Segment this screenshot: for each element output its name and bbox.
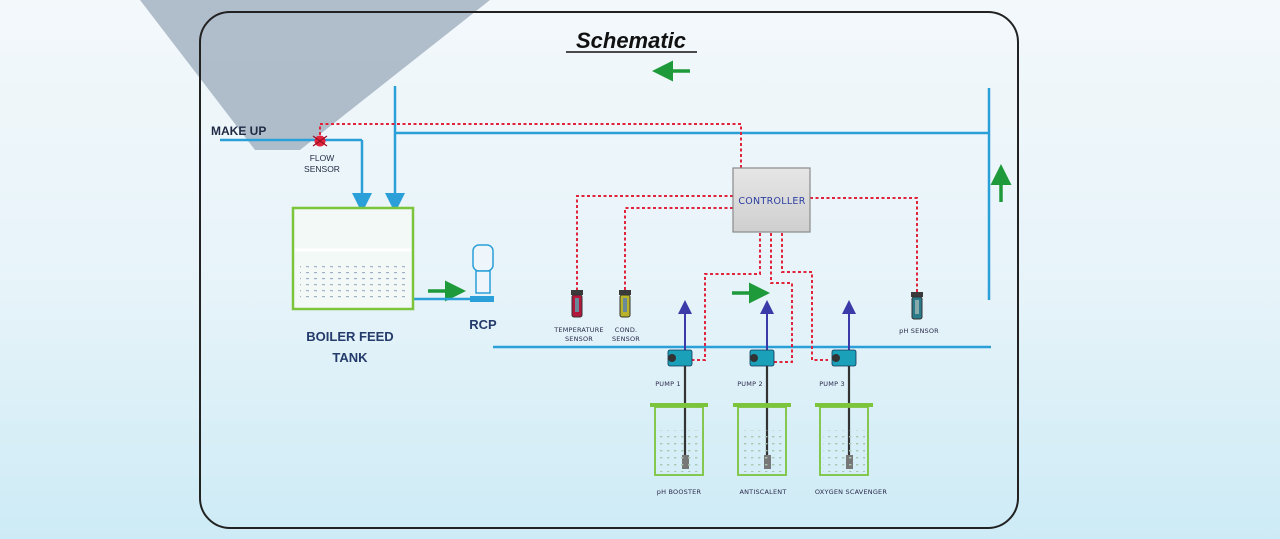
temperature-sensor-label-line1: TEMPERATURE	[553, 326, 603, 334]
controller-label: CONTROLLER	[738, 196, 805, 207]
conductivity-sensor	[619, 290, 631, 318]
chemical-tank-2	[733, 403, 791, 476]
tank-label-line1: BOILER FEED	[306, 329, 393, 344]
chemical-2-label: ANTISCALENT	[739, 488, 786, 496]
flow-sensor-label-line1: FLOW	[310, 153, 335, 163]
pump1-label: PUMP 1	[655, 380, 681, 388]
water-piping	[220, 86, 991, 349]
tank-label-line2: TANK	[332, 350, 368, 365]
chemical-tank-3	[815, 403, 873, 476]
chemical-1-label: pH BOOSTER	[657, 488, 702, 496]
rcp-label: RCP	[469, 317, 497, 332]
signal-wiring	[319, 123, 918, 363]
diagram-title: Schematic	[576, 28, 686, 53]
make-up-label: MAKE UP	[211, 124, 266, 138]
pump3-label: PUMP 3	[819, 380, 845, 388]
temperature-sensor-label-line2: SENSOR	[565, 335, 593, 343]
chemical-3-label: OXYGEN SCAVENGER	[815, 488, 887, 496]
cond-sensor-label-line1: COND.	[615, 326, 638, 334]
boiler-feed-tank	[291, 206, 415, 311]
pump2-label: PUMP 2	[737, 380, 763, 388]
flow-sensor	[312, 135, 328, 147]
controller-box: CONTROLLER	[732, 167, 811, 233]
background-wedge	[140, 0, 490, 150]
cond-sensor-label-line2: SENSOR	[612, 335, 640, 343]
diagram-frame	[199, 11, 1019, 529]
ph-sensor-label: pH SENSOR	[899, 327, 939, 335]
temperature-sensor	[571, 290, 583, 318]
flow-sensor-label-line2: SENSOR	[304, 164, 340, 174]
rcp-pump	[470, 244, 494, 302]
ph-sensor	[911, 292, 923, 320]
chemical-tank-1	[650, 403, 708, 476]
